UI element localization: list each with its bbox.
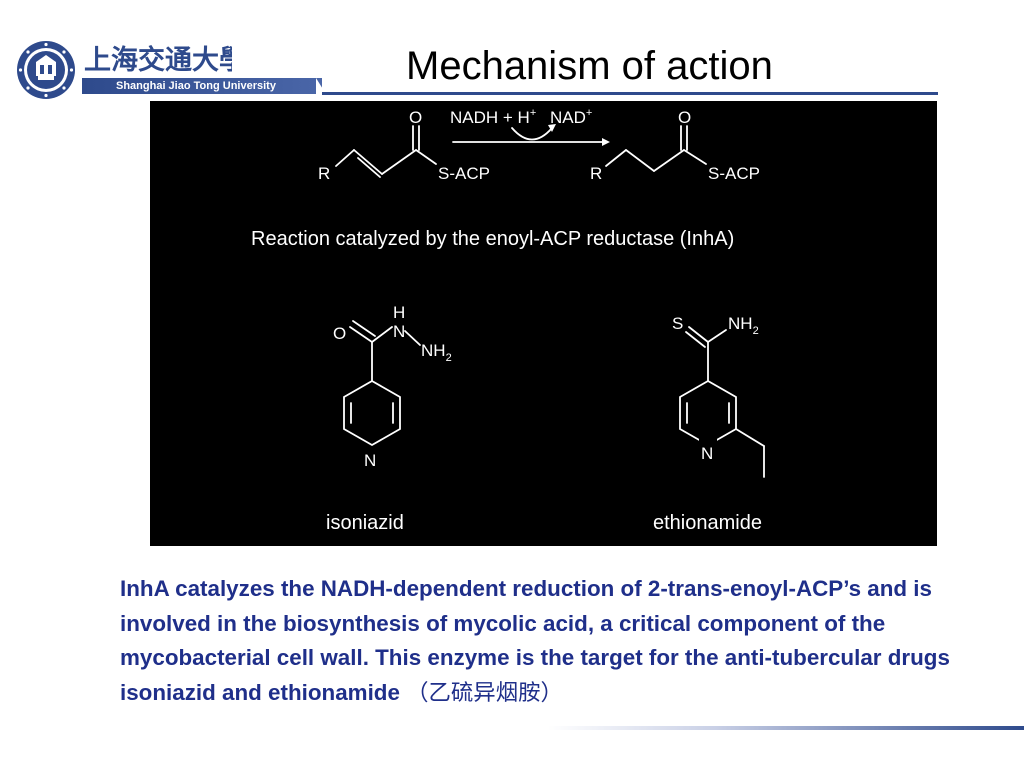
svg-text:上海交通大學: 上海交通大學 <box>84 44 232 76</box>
reaction-arrow-head <box>602 138 610 146</box>
university-name-banner: Shanghai Jiao Tong University <box>82 78 322 94</box>
isoniazid-co-bond-a <box>349 326 373 343</box>
reagent-in-label: NADH + H+ <box>450 107 536 127</box>
reactant-double-bond-a <box>353 149 383 175</box>
reaction-diagram: R O S-ACP NADH + H+ NAD+ R O S-ACP React… <box>251 107 765 534</box>
reactant-bond-r <box>335 149 355 167</box>
ethionamide-cs-bond-b <box>685 331 706 348</box>
university-name-en: Shanghai Jiao Tong University <box>116 80 276 92</box>
product-label-s-acp: S-ACP <box>708 164 760 183</box>
banner-notch <box>316 78 326 94</box>
product-bond-r <box>605 149 627 167</box>
description-paragraph: InhA catalyzes the NADH-dependent reduct… <box>120 572 960 710</box>
isoniazid-atom-nh2: NH2 <box>421 341 452 364</box>
isoniazid-name: isoniazid <box>326 512 404 534</box>
product-single-bond-a <box>625 149 655 172</box>
product-label-o: O <box>678 108 691 127</box>
reactant-bond-carbonyl <box>381 149 417 175</box>
reactant-cs-bond <box>415 149 437 165</box>
isoniazid-atom-n-amide: N <box>393 322 405 341</box>
ethionamide-cn-bond <box>707 329 727 343</box>
isoniazid-co-bond-b <box>352 320 376 337</box>
isoniazid-atom-n-ring: N <box>364 451 376 470</box>
product-cs-bond <box>683 149 707 165</box>
ethionamide-ethyl-bond-1 <box>735 428 765 447</box>
university-seal-logo <box>17 41 75 99</box>
isoniazid-nn-bond <box>404 330 421 346</box>
isoniazid-atom-o: O <box>333 324 346 343</box>
ethionamide-atom-nh2: NH2 <box>728 314 759 337</box>
university-name-cn-logo: 上海交通大學 <box>84 44 232 76</box>
ethionamide-cs-bond-a <box>688 326 709 343</box>
isoniazid-ring <box>343 379 401 447</box>
reactant-label-r: R <box>318 164 330 183</box>
curved-arrow-head <box>548 124 556 132</box>
product-single-bond-b <box>653 149 685 172</box>
reactant-double-bond-b <box>357 157 381 178</box>
ethionamide-ring <box>679 379 737 447</box>
footer-divider-line <box>548 726 1024 730</box>
reactant-label-o: O <box>409 108 422 127</box>
reaction-curved-arrow <box>511 127 553 141</box>
ethionamide-name: ethionamide <box>653 512 762 534</box>
reaction-diagram-panel: R O S-ACP NADH + H+ NAD+ R O S-ACP React… <box>150 101 937 546</box>
description-text: InhA catalyzes the NADH-dependent reduct… <box>120 576 950 705</box>
reaction-caption: Reaction catalyzed by the enoyl-ACP redu… <box>251 228 734 250</box>
description-text-cn: （乙硫异烟胺） <box>406 679 563 705</box>
slide-title: Mechanism of action <box>406 44 773 88</box>
ethionamide-atom-s: S <box>672 314 683 333</box>
product-label-r: R <box>590 164 602 183</box>
header-divider-line <box>322 92 938 95</box>
reactant-label-s-acp: S-ACP <box>438 164 490 183</box>
ethionamide-atom-n-ring: N <box>701 444 713 463</box>
isoniazid-atom-h: H <box>393 303 405 322</box>
reagent-out-label: NAD+ <box>550 107 592 127</box>
isoniazid-cn-bond <box>371 326 393 343</box>
